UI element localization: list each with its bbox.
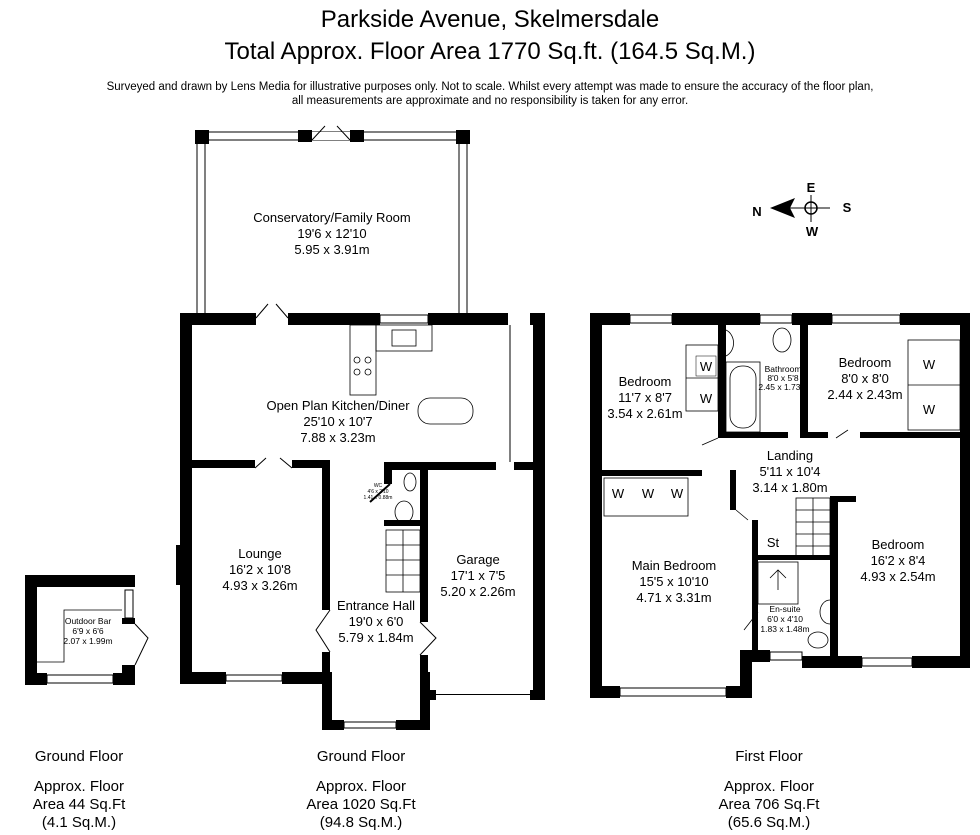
wardrobe-label: W <box>612 486 625 501</box>
floor-caption-outdoor: Ground Floor Approx. Floor Area 44 Sq.Ft… <box>0 748 179 832</box>
hall-label: Entrance Hall <box>337 598 415 613</box>
landing-label: Landing <box>767 448 813 463</box>
garage-label: Garage <box>456 552 499 567</box>
wardrobe-label: W <box>700 391 713 406</box>
kitchen-metric: 7.88 x 3.23m <box>300 430 375 445</box>
store-label: St <box>767 535 780 550</box>
floor-name: Ground Floor <box>316 748 406 765</box>
ensuite-label: En-suite <box>769 604 800 614</box>
main-bedroom-imperial: 15'5 x 10'10 <box>639 574 708 589</box>
bar-metric: 2.07 x 1.99m <box>63 636 112 646</box>
bedroom-3-imperial: 8'0 x 8'0 <box>841 371 889 386</box>
compass-e: E <box>807 180 816 195</box>
bedroom-3-label: Bedroom <box>839 355 892 370</box>
floor-caption-first: First Floor Approx. Floor Area 706 Sq.Ft… <box>669 748 869 832</box>
bedroom-2-imperial: 11'7 x 8'7 <box>618 390 672 405</box>
wc-label: WC <box>374 483 383 489</box>
first-floor-fittings <box>603 327 961 649</box>
wardrobe-label: W <box>671 486 684 501</box>
lounge-label: Lounge <box>238 546 281 561</box>
lounge-metric: 4.93 x 3.26m <box>222 578 297 593</box>
kitchen-fittings <box>349 324 474 593</box>
wc-metric: 1.41 x 0.88m <box>364 495 393 501</box>
floor-area-line: Approx. Floor <box>723 778 815 795</box>
floor-area-line: Approx. Floor <box>315 778 407 795</box>
floor-caption-ground: Ground Floor Approx. Floor Area 1020 Sq.… <box>261 748 461 832</box>
wardrobe-label: W <box>642 486 655 501</box>
floor-name: First Floor <box>735 748 803 765</box>
main-bedroom-label: Main Bedroom <box>632 558 717 573</box>
property-title: Parkside Avenue, Skelmersdale <box>320 6 660 33</box>
landing-imperial: 5'11 x 10'4 <box>759 464 820 479</box>
bedroom-3-metric: 2.44 x 2.43m <box>827 387 902 402</box>
disclaimer: Surveyed and drawn by Lens Media for ill… <box>0 80 980 108</box>
bedroom-4-imperial: 16'2 x 8'4 <box>871 553 926 568</box>
conservatory-metric: 5.95 x 3.91m <box>294 242 369 257</box>
bedroom-2-label: Bedroom <box>619 374 672 389</box>
outdoor-bar: Outdoor Bar 6'9 x 6'6 2.07 x 1.99m <box>25 575 149 685</box>
compass-w: W <box>806 224 819 239</box>
ensuite-imperial: 6'0 x 4'10 <box>767 614 803 624</box>
floor-name: Ground Floor <box>34 748 124 765</box>
floor-area-line: Area 1020 Sq.Ft <box>306 796 416 813</box>
bathroom-label: Bathroom <box>765 364 802 374</box>
wc-imperial: 4'6 x 2'10 <box>367 489 388 495</box>
garage-metric: 5.20 x 2.26m <box>440 584 515 599</box>
hall-metric: 5.79 x 1.84m <box>338 630 413 645</box>
bathroom-imperial: 8'0 x 5'8 <box>767 373 798 383</box>
compass-s: S <box>843 200 852 215</box>
landing-metric: 3.14 x 1.80m <box>752 480 827 495</box>
bar-label: Outdoor Bar <box>65 616 111 626</box>
conservatory-label: Conservatory/Family Room <box>253 210 411 225</box>
first-floor-walls <box>590 313 970 698</box>
wardrobes: W W W W W W W St <box>612 355 936 550</box>
bar-imperial: 6'9 x 6'6 <box>72 626 103 636</box>
bedroom-4-metric: 4.93 x 2.54m <box>860 569 935 584</box>
kitchen-imperial: 25'10 x 10'7 <box>303 414 372 429</box>
ensuite-metric: 1.83 x 1.48m <box>760 624 809 634</box>
floor-area-line: (4.1 Sq.M.) <box>41 814 117 831</box>
bathroom-metric: 2.45 x 1.73m <box>758 382 807 392</box>
garage-imperial: 17'1 x 7'5 <box>451 568 506 583</box>
bedroom-4-label: Bedroom <box>872 537 925 552</box>
floor-area-line: (94.8 Sq.M.) <box>319 814 403 831</box>
wardrobe-label: W <box>923 402 936 417</box>
ground-floor-walls <box>176 303 545 730</box>
compass-icon: N E S W <box>752 180 851 239</box>
main-bedroom-metric: 4.71 x 3.31m <box>636 590 711 605</box>
floor-area-line: Area 706 Sq.Ft <box>718 796 820 813</box>
hall-imperial: 19'0 x 6'0 <box>349 614 404 629</box>
total-area: Total Approx. Floor Area 1770 Sq.ft. (16… <box>224 38 756 65</box>
floor-area-line: Approx. Floor <box>33 778 125 795</box>
bedroom-2-metric: 3.54 x 2.61m <box>607 406 682 421</box>
kitchen-label: Open Plan Kitchen/Diner <box>266 398 410 413</box>
conservatory-imperial: 19'6 x 12'10 <box>297 226 366 241</box>
lounge-imperial: 16'2 x 10'8 <box>229 562 291 577</box>
floor-area-line: (65.6 Sq.M.) <box>727 814 811 831</box>
wardrobe-label: W <box>923 357 936 372</box>
wardrobe-label: W <box>700 359 713 374</box>
compass-n: N <box>752 204 761 219</box>
disclaimer-line-2: all measurements are approximate and no … <box>291 95 689 107</box>
disclaimer-line-1: Surveyed and drawn by Lens Media for ill… <box>106 81 874 93</box>
floor-area-line: Area 44 Sq.Ft <box>32 796 126 813</box>
